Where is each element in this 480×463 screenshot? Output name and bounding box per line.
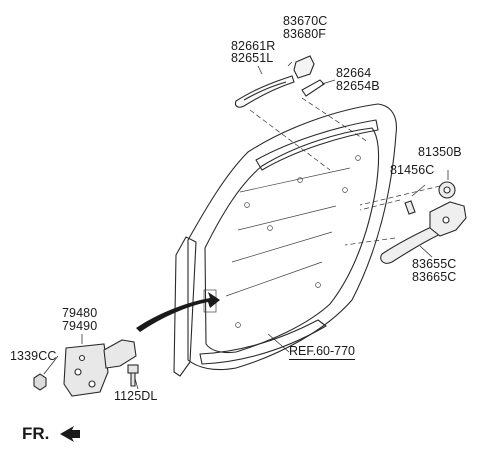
handle-bezel — [293, 55, 315, 79]
leader-pad — [321, 79, 336, 85]
window-channel — [255, 119, 379, 171]
leader-striker-bolt — [411, 184, 426, 197]
door-outer-panel — [187, 103, 397, 371]
dashed-line-handle — [249, 109, 331, 171]
door-pillar — [173, 236, 197, 377]
label-checker-b: 79490 — [62, 319, 98, 333]
hex-nut — [33, 373, 47, 391]
door-checker-arm — [103, 339, 137, 369]
inner-rib-4 — [239, 167, 351, 193]
label-bezel-upper: 83670C — [283, 14, 328, 28]
dashed-line-latch — [344, 237, 396, 246]
door-lower-sill — [199, 319, 327, 365]
reference-label: REF.60-770 — [289, 344, 356, 360]
label-handle-rh: 82661R — [231, 39, 276, 53]
label-latch-a: 83655C — [412, 257, 457, 271]
leader-handle — [257, 65, 263, 75]
label-pad-a: 82664 — [336, 66, 372, 80]
latch-pivot — [442, 216, 450, 224]
label-pad-b: 82654B — [336, 79, 380, 93]
bolt-shank — [130, 372, 136, 387]
label-bolt: 1125DL — [114, 389, 158, 403]
label-nut: 1339CC — [10, 349, 57, 363]
mount-hole-5 — [315, 282, 321, 288]
bolt-head — [127, 364, 139, 374]
leader-latch — [419, 245, 433, 258]
handle-pad — [301, 79, 325, 97]
label-handle-lh: 82651L — [231, 51, 274, 65]
label-bezel-lower: 83680F — [283, 27, 326, 41]
outside-handle — [234, 75, 295, 108]
inner-rib-1 — [237, 205, 337, 231]
door-checker-body — [63, 343, 109, 397]
checker-bolt-hole-1 — [74, 368, 82, 376]
mount-hole-2 — [297, 177, 303, 183]
mount-hole-6 — [267, 225, 273, 231]
striker-bolt — [404, 200, 416, 215]
door-inner-panel — [204, 127, 380, 354]
label-latch-b: 83665C — [412, 270, 457, 284]
striker-hub — [443, 186, 451, 194]
dashed-line-striker — [359, 185, 441, 206]
dashed-line-bolt — [359, 199, 401, 211]
label-striker-bolt: 81456C — [390, 163, 435, 177]
checker-insertion-arrow — [136, 292, 220, 332]
leader-nut — [43, 355, 59, 375]
mount-hole-4 — [235, 322, 241, 328]
inner-rib-2 — [231, 231, 333, 263]
label-striker: 81350B — [418, 145, 462, 159]
front-indicator: FR. — [22, 424, 50, 443]
label-checker-a: 79480 — [62, 306, 98, 320]
checker-bolt-hole-3 — [78, 354, 86, 362]
checker-bolt-hole-2 — [88, 380, 96, 388]
leader-bezel — [287, 61, 293, 67]
mount-hole-7 — [355, 155, 361, 161]
mount-hole-3 — [342, 187, 348, 193]
outside-handle-grip — [243, 81, 287, 101]
front-arrow-icon — [60, 426, 80, 442]
inner-rib-3 — [225, 261, 323, 297]
mount-hole-1 — [244, 202, 250, 208]
